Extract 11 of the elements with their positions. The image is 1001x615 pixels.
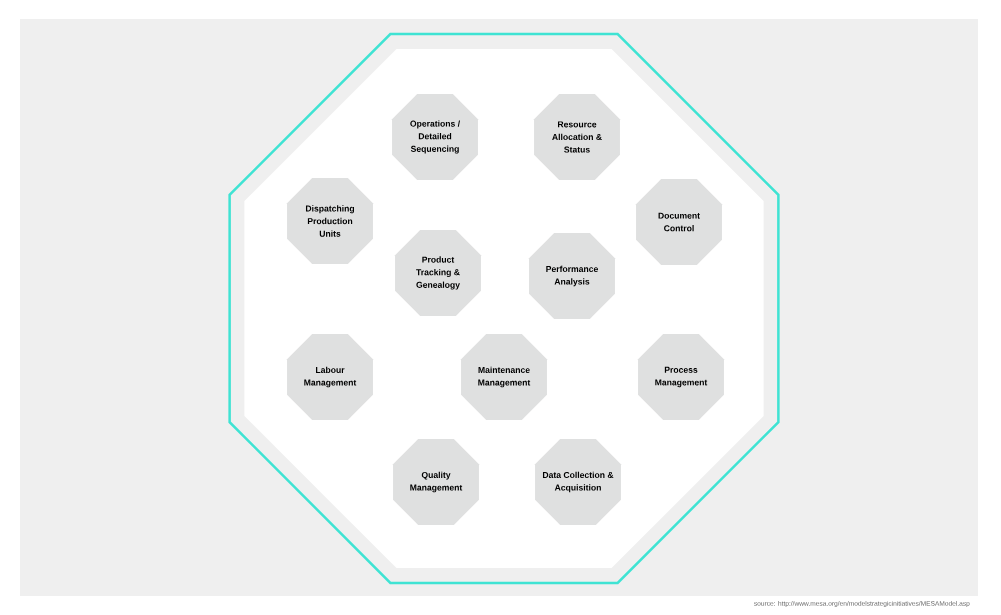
octagon-box: Product Tracking & Genealogy	[395, 230, 481, 316]
octagon-box: Process Management	[638, 334, 724, 420]
octagon-box: Performance Analysis	[529, 233, 615, 319]
octagon-box: Quality Management	[393, 439, 479, 525]
octagon-box: Dispatching Production Units	[287, 178, 373, 264]
octagon-box: Operations / Detailed Sequencing	[392, 94, 478, 180]
octagon-box: Resource Allocation & Status	[534, 94, 620, 180]
octagon-box: Maintenance Management	[461, 334, 547, 420]
octagon-box: Document Control	[636, 179, 722, 265]
octagon-box: Data Collection & Acquisition	[535, 439, 621, 525]
octagon-box: Labour Management	[287, 334, 373, 420]
